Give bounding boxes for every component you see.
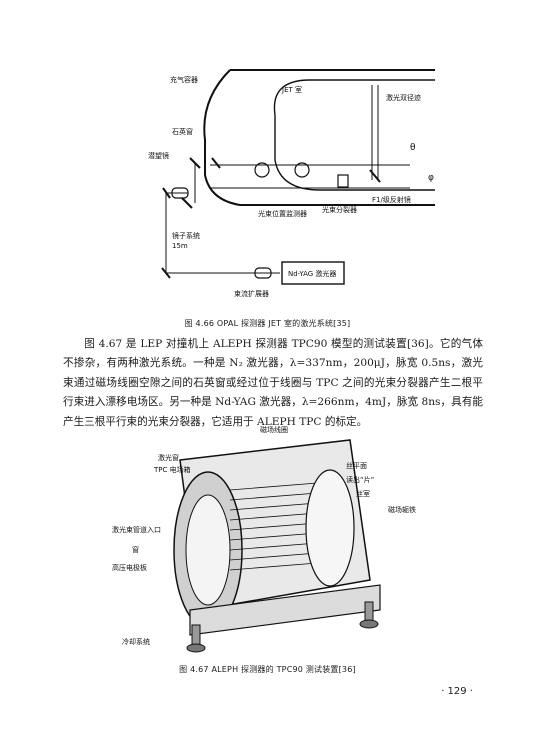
- jet-chamber-bottom: [274, 115, 435, 191]
- label-quartz-window: 石英窗: [172, 127, 193, 136]
- paragraph-text: 图 4.67 是 LEP 对撞机上 ALEPH 探测器 TPC90 模型的测试装…: [63, 338, 483, 428]
- laser-box: [281, 261, 345, 285]
- label-periscope: 潜望镜: [148, 151, 169, 160]
- label-phi: φ: [428, 173, 434, 183]
- label-beam-monitor: 光束位置监测器: [258, 209, 307, 218]
- label-beam-expander: 束流扩展器: [234, 289, 269, 298]
- front-disc-inner: [185, 494, 231, 606]
- label-readout-pad: 读出“片”: [346, 475, 374, 484]
- label-reflecting-mirror: F1/级反射镜: [372, 195, 411, 204]
- gas-vessel-outline: [203, 69, 435, 206]
- aleph-tpc90-diagram: 磁场线圈 激光窗 TPC 电场箱 丝平面 读出“片” 丝室 磁场轭铁 激光束管道…: [112, 425, 416, 653]
- label-wire-chamber: 丝室: [356, 489, 370, 498]
- tpc-end-plate: [305, 469, 355, 587]
- beam-splitter-box: [337, 174, 349, 188]
- support-frame: [189, 584, 381, 636]
- beam-expander-shape: [254, 267, 272, 279]
- leg-front-left: [191, 624, 201, 646]
- monitor-2: [294, 162, 310, 178]
- mirror-quartz: [211, 157, 221, 169]
- label-gas-vessel: 充气容器: [170, 75, 198, 84]
- foot-right: [359, 619, 379, 629]
- label-laser-double-track: 激光双径迹: [386, 93, 421, 102]
- label-magnet-yoke: 磁场轭铁: [388, 505, 416, 514]
- label-hv-plate: 高压电极板: [112, 563, 147, 572]
- label-laser: Nd-YAG 激光器: [288, 269, 336, 278]
- label-cooling: 冷却系统: [122, 637, 150, 646]
- opal-laser-diagram: 充气容器 JET 室 激光双径迹 石英窗 潜望镜 光束位置监测器 光束分裂器 F…: [148, 69, 435, 298]
- lens-cylinder: [171, 187, 189, 199]
- label-magnet-coil: 磁场线圈: [260, 425, 288, 434]
- figure-4-66-caption: 图 4.66 OPAL 探测器 JET 室的激光系统[35]: [184, 319, 351, 328]
- label-jet-chamber: JET 室: [281, 85, 302, 94]
- label-wire-plane: 丝平面: [346, 461, 367, 470]
- leg-front-right: [364, 601, 374, 623]
- label-theta: θ: [410, 143, 416, 153]
- foot-left: [186, 643, 206, 653]
- page-number: · 129 ·: [441, 686, 473, 697]
- label-laser-window: 激光窗: [158, 453, 179, 462]
- label-window: 窗: [132, 545, 139, 554]
- label-laser-entry: 激光束管道入口: [112, 525, 161, 534]
- jet-chamber-outline: [273, 79, 435, 116]
- body-paragraph: 图 4.67 是 LEP 对撞机上 ALEPH 探测器 TPC90 模型的测试装…: [63, 335, 483, 432]
- monitor-1: [254, 162, 270, 178]
- label-tpc-box: TPC 电场箱: [153, 465, 191, 474]
- label-distance: 15m: [172, 242, 188, 250]
- label-mirror-system: 镜子系统: [172, 231, 200, 240]
- label-beam-splitter: 光束分裂器: [322, 205, 357, 214]
- mirror-periscope-bottom: [181, 197, 193, 209]
- figure-4-67-caption: 图 4.67 ALEPH 探测器的 TPC90 测试装置[36]: [179, 665, 356, 674]
- mirror-right: [369, 169, 381, 183]
